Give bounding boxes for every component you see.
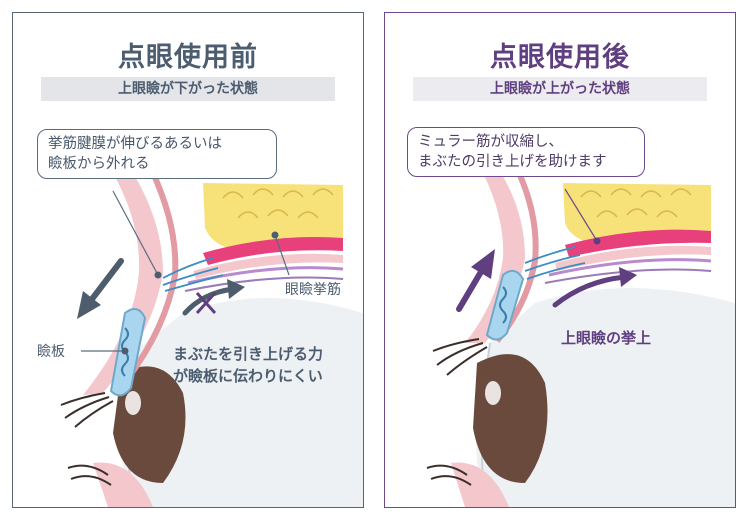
callout-line: 挙筋腱膜が伸びるあるいは — [48, 134, 266, 154]
panel-after: 点眼使用後 上眼瞼が上がった状態 ミュラー筋が収縮し、 まぶたの引き上げを助けま… — [384, 12, 736, 508]
panel-subtitle-before: 上眼瞼が下がった状態 — [41, 77, 335, 101]
label-tarsus: 瞼板 — [37, 341, 65, 361]
up-arrow-icon — [459, 249, 495, 309]
callout-after: ミュラー筋が収縮し、 まぶたの引き上げを助けます — [407, 127, 645, 177]
iris-highlight — [125, 391, 141, 415]
down-arrow-icon — [77, 261, 121, 319]
tarsus-marker — [122, 348, 129, 355]
caption-before: まぶたを引き上げる力 が瞼板に伝わりにくい — [173, 343, 323, 387]
panel-title-before: 点眼使用前 — [13, 35, 363, 74]
muller-marker — [594, 238, 601, 245]
panel-title-after: 点眼使用後 — [385, 35, 735, 74]
label-levator-muscle: 眼瞼挙筋 — [285, 279, 341, 299]
muscle-marker — [272, 232, 279, 239]
caption-line: が瞼板に伝わりにくい — [173, 365, 323, 387]
callout-line: ミュラー筋が収縮し、 — [418, 132, 634, 152]
callout-line: 瞼板から外れる — [48, 154, 266, 174]
caption-after: 上眼瞼の挙上 — [561, 327, 651, 349]
callout-before: 挙筋腱膜が伸びるあるいは 瞼板から外れる — [37, 129, 277, 179]
iris-highlight — [485, 381, 501, 405]
panel-before: 点眼使用前 上眼瞼が下がった状態 挙筋腱膜が伸びるあるいは 瞼板から外れる 眼瞼… — [12, 12, 364, 508]
panel-subtitle-after: 上眼瞼が上がった状態 — [413, 77, 707, 101]
aponeurosis-marker — [155, 272, 162, 279]
callout-line: まぶたの引き上げを助けます — [418, 152, 634, 172]
caption-line: まぶたを引き上げる力 — [173, 343, 323, 365]
